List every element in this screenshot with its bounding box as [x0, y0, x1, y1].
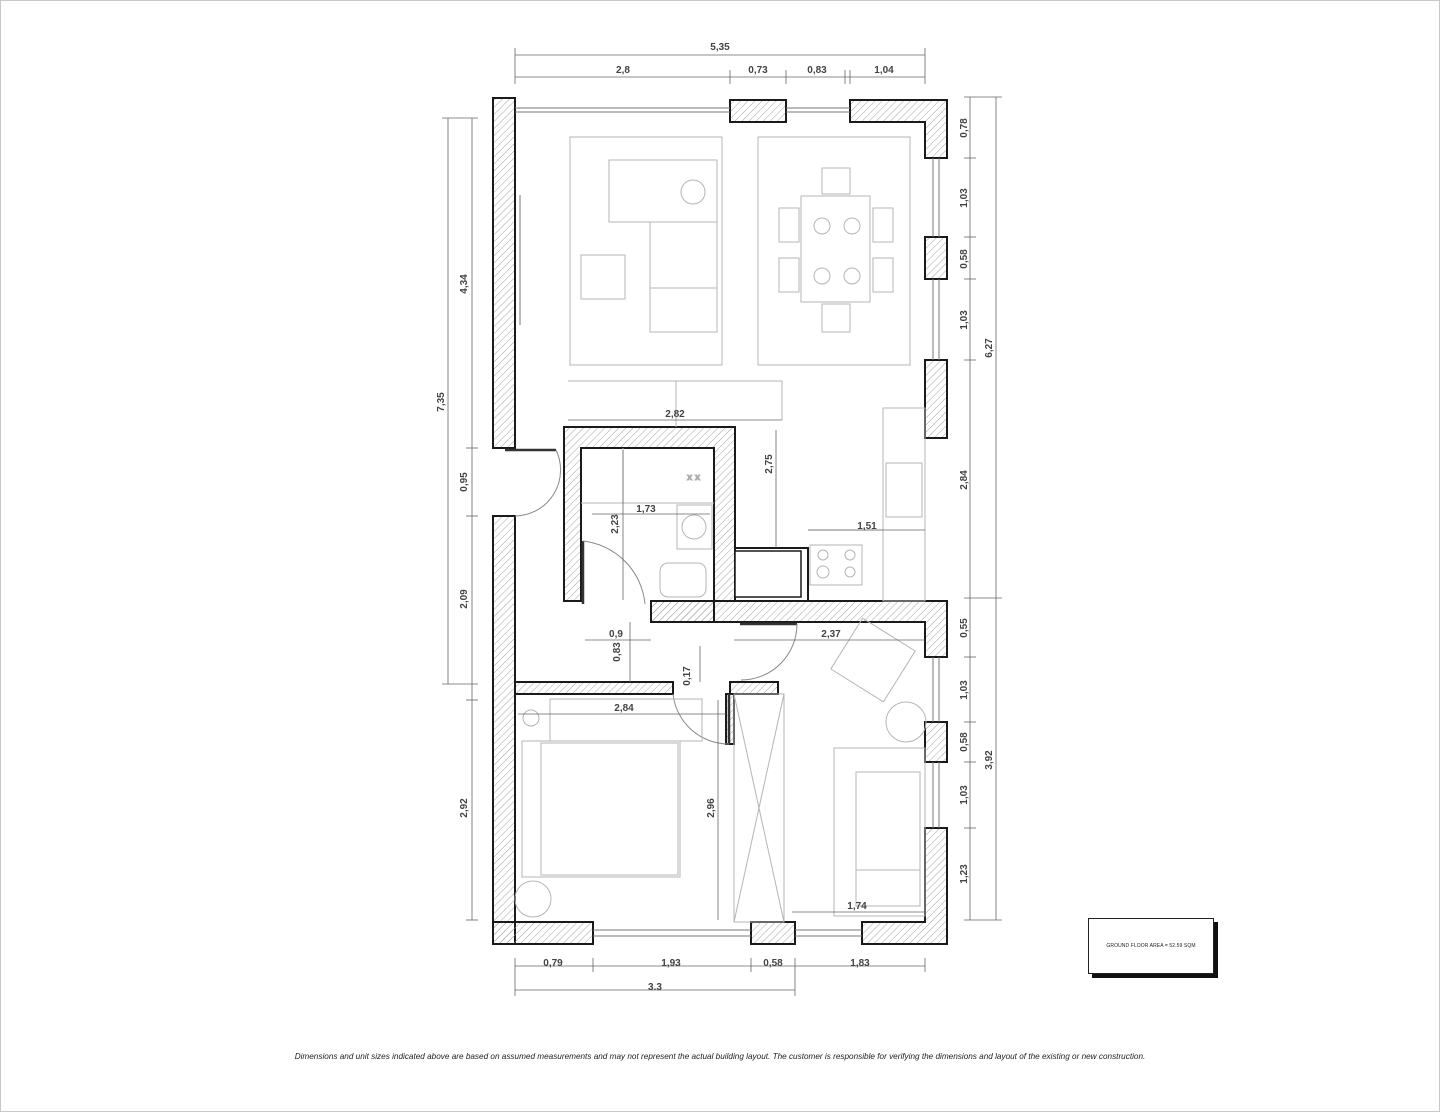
dim-right-9: 1,03 — [959, 785, 970, 805]
wall-left-upper — [492, 97, 516, 449]
stove — [809, 544, 863, 586]
dim-right-overall-lower: 3,92 — [984, 750, 995, 770]
wall-right-pier-3 — [924, 721, 948, 763]
area-label-box: GROUND FLOOR AREA = 52.59 SQM — [1088, 918, 1214, 974]
dim-bedroom-width: 2,84 — [614, 703, 634, 714]
dim-bottom-3: 0,58 — [763, 958, 783, 969]
lounge-sofa — [855, 771, 921, 907]
dim-bottom-overall: 3.3 — [648, 982, 662, 993]
kitchen-counter-low — [808, 529, 884, 601]
wall-right-pier-2 — [924, 359, 948, 439]
dim-left-1: 4,34 — [459, 274, 470, 294]
dim-bottom-4: 1,83 — [850, 958, 870, 969]
dimension-lines — [442, 48, 1002, 996]
windows — [515, 107, 940, 937]
dim-left-4: 2,92 — [459, 798, 470, 818]
wall-bedroom-top-right — [729, 681, 779, 695]
ottoman — [580, 254, 626, 300]
toilet — [659, 562, 707, 598]
dim-bath-inner: 1,73 — [636, 504, 656, 515]
bath-sink — [676, 504, 713, 550]
dim-right-8: 0,58 — [959, 732, 970, 752]
dim-right-3: 0,58 — [959, 249, 970, 269]
dim-bath-width: 2,82 — [665, 409, 685, 420]
dim-bedroom-depth: 2,96 — [706, 798, 717, 818]
sofa-bottom — [649, 287, 718, 333]
lounge-rug — [833, 747, 926, 917]
dim-hall-gap: 0,83 — [612, 642, 623, 662]
living-rug — [569, 136, 723, 366]
wall-bathroom-left — [563, 426, 736, 602]
dim-door-gap: 0,17 — [682, 666, 693, 686]
dim-left-overall: 7,35 — [436, 392, 447, 412]
dimension-labels: 5,35 2,8 0,73 0,83 1,04 7,35 4,34 0,95 2… — [436, 42, 995, 993]
dim-top-4: 1,04 — [874, 65, 894, 76]
wall-left-lower — [492, 515, 516, 945]
dim-bottom-2: 1,93 — [661, 958, 681, 969]
disclaimer: Dimensions and unit sizes indicated abov… — [294, 1052, 1146, 1061]
dim-sofa-width: 1,74 — [847, 901, 867, 912]
dim-top-1: 2,8 — [616, 65, 630, 76]
dining-table — [800, 195, 871, 303]
dim-living-low: 2,37 — [821, 629, 841, 640]
wall-bedroom-top — [514, 681, 674, 695]
dim-kitchen-wall: 2,75 — [764, 454, 775, 474]
dim-kitchen-counter: 1,51 — [857, 521, 877, 532]
dim-top-3: 0,83 — [807, 65, 827, 76]
dim-right-7: 1,03 — [959, 680, 970, 700]
sink — [885, 462, 923, 518]
wall-bottom-left — [492, 921, 594, 945]
dim-right-5: 2,84 — [959, 470, 970, 490]
dim-right-1: 0,78 — [959, 118, 970, 138]
kitchen-cabinet-top — [568, 380, 783, 420]
storage-box — [734, 550, 802, 598]
wall-bottom-pier — [750, 921, 796, 945]
dim-bath-depth: 2,23 — [610, 514, 621, 534]
dim-bath-door: 0,9 — [609, 629, 623, 640]
wall-bathroom-bottom — [650, 600, 715, 623]
plant — [680, 179, 706, 205]
sofa-top — [608, 159, 718, 223]
armchair — [830, 617, 916, 703]
kitchen-cabinet-right — [882, 407, 926, 602]
wall-right-pier-1 — [924, 236, 948, 280]
doors — [505, 448, 798, 745]
dim-right-2: 1,03 — [959, 188, 970, 208]
bed — [521, 740, 681, 878]
wall-top-pier — [729, 99, 787, 123]
dim-left-2: 0,95 — [459, 472, 470, 492]
dim-right-10: 1,23 — [959, 864, 970, 884]
dim-right-6: 0,55 — [959, 618, 970, 638]
wardrobe — [733, 693, 785, 923]
area-label: GROUND FLOOR AREA = 52.59 SQM — [1106, 943, 1196, 949]
dining-rug — [757, 136, 911, 366]
dim-left-3: 2,09 — [459, 589, 470, 609]
dim-right-4: 1,03 — [959, 310, 970, 330]
svg-text:x x: x x — [687, 472, 701, 483]
dim-top-2: 0,73 — [748, 65, 768, 76]
dim-right-overall-upper: 6,27 — [984, 338, 995, 358]
wall-top-right-corner — [849, 99, 948, 159]
dim-bottom-1: 0,79 — [543, 958, 563, 969]
dim-top-overall: 5,35 — [710, 42, 730, 53]
sofa-seat — [649, 221, 718, 289]
wall-bottom-right-corner — [861, 827, 948, 945]
walls — [492, 97, 948, 945]
furniture: x x — [514, 136, 927, 923]
